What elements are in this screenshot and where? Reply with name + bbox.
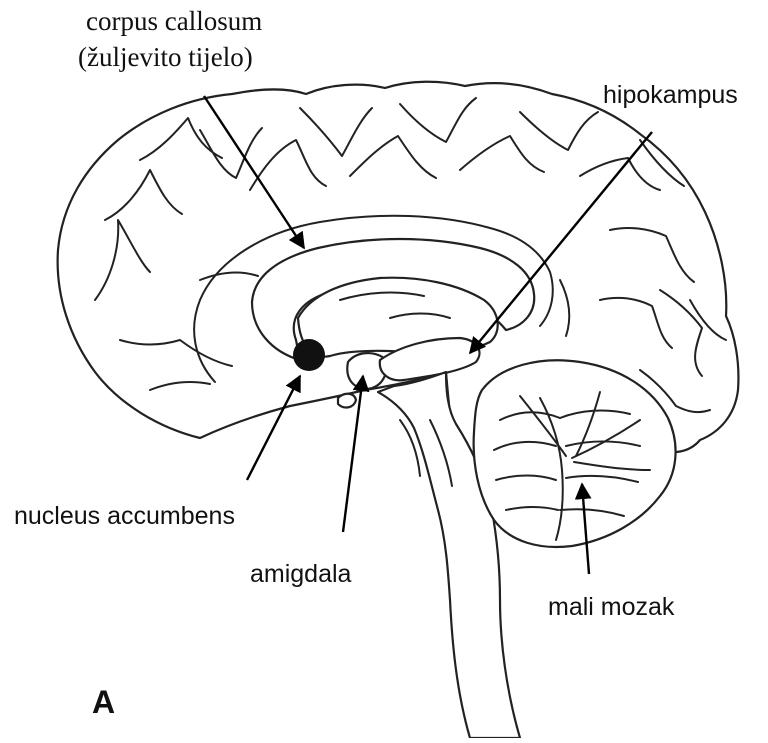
label-amygdala: amigdala xyxy=(250,560,351,589)
mammillary-body xyxy=(338,394,356,408)
label-nucleus-accumbens: nucleus accumbens xyxy=(14,502,235,531)
label-corpus-callosum-translation: (žuljevito tijelo) xyxy=(78,42,253,73)
label-hippocampus: hipokampus xyxy=(603,81,738,110)
label-cerebellum: mali mozak xyxy=(548,593,674,622)
nucleus-accumbens-dot xyxy=(293,339,325,371)
panel-letter: A xyxy=(92,684,115,721)
label-corpus-callosum: corpus callosum xyxy=(86,6,262,37)
